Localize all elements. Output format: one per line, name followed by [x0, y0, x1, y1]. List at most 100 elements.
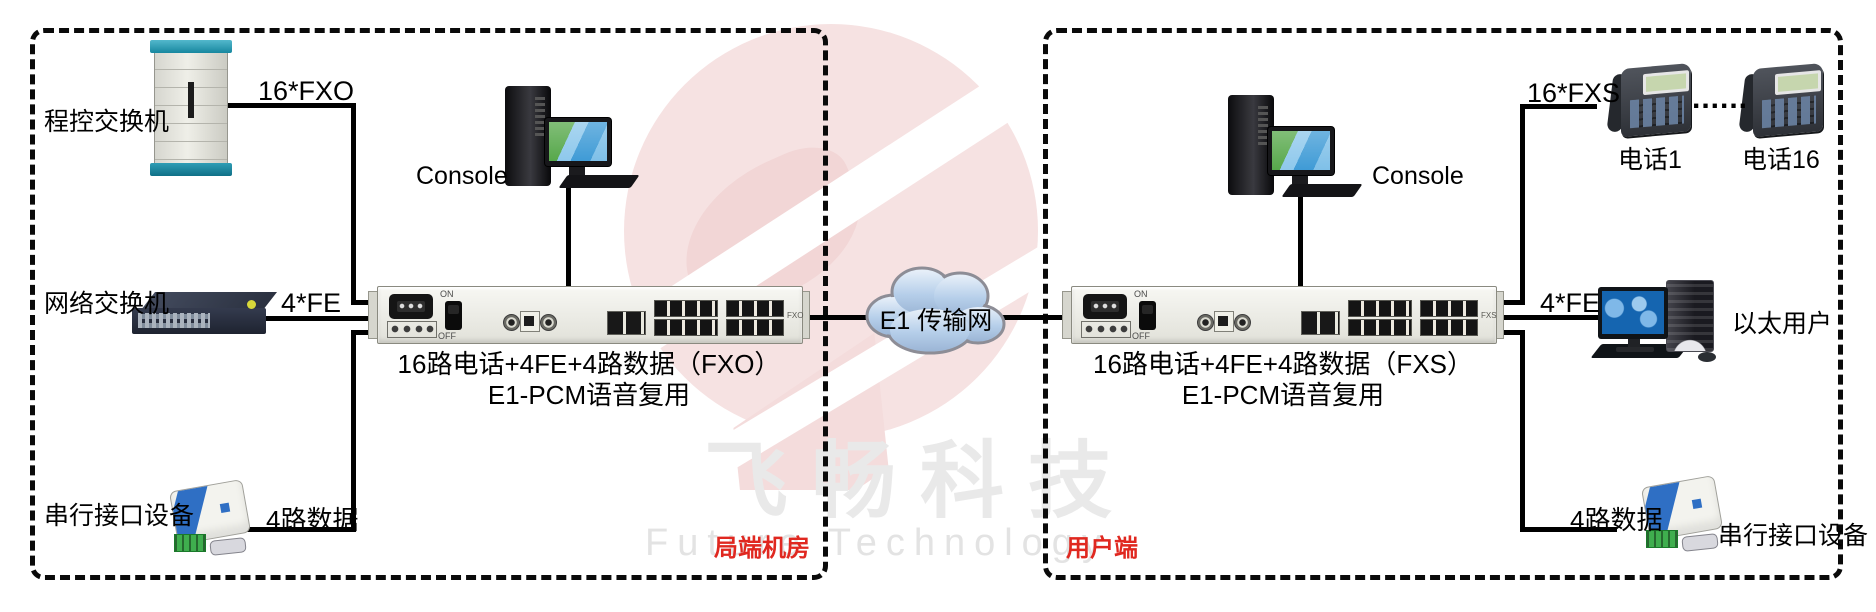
monitor-screen [1272, 131, 1330, 170]
phones-ellipsis: ...... [1692, 82, 1749, 115]
power-rocker [448, 305, 459, 314]
e1-line-left [798, 315, 876, 320]
monitor-stand [569, 166, 585, 177]
phone-port-group-2 [726, 300, 784, 337]
switch-front-face [132, 300, 266, 334]
link-data-line-right [1520, 330, 1525, 532]
phone16-image [1738, 62, 1824, 142]
zone-label-right: 用户端 [1066, 535, 1138, 562]
pc-tower [1228, 95, 1274, 195]
ethernet-user-pc-image [1590, 280, 1732, 368]
power-switch [1139, 301, 1156, 330]
eth-user-label: 以太用户 [1732, 310, 1833, 338]
fe-port-pair [1301, 311, 1340, 335]
serial-terminal-block [174, 534, 206, 552]
phone-port-group-1 [1348, 300, 1412, 337]
power-on-label: ON [440, 289, 454, 299]
link-data-line-left [351, 330, 378, 335]
ethernet-switch-image [132, 292, 278, 340]
phone-body [1621, 62, 1691, 138]
serial-device-image-right [1640, 474, 1726, 554]
link-fe-line-right [1493, 315, 1603, 320]
right-zone-box [1043, 28, 1843, 580]
link-data-line-right [1493, 330, 1525, 335]
power-inlet [1083, 294, 1127, 319]
link-fxo-line [351, 103, 356, 305]
link-data-line-left [243, 527, 356, 532]
monitor-screen [549, 122, 607, 161]
mux-device-right: ON OFF FXS [1062, 286, 1504, 344]
power-terminal [1081, 321, 1131, 338]
power-inlet [389, 294, 433, 319]
link-fxo-line [351, 300, 378, 305]
e1-cloud-icon [858, 254, 1010, 362]
pc-vent [1258, 103, 1268, 145]
pbx-cabinet-slot [188, 82, 194, 118]
e1-cloud-label: E1 传输网 [879, 307, 993, 335]
rj11-port-row [1420, 300, 1478, 317]
switch-led [247, 300, 256, 309]
console-pc-image-right [1228, 95, 1363, 197]
serial-led [219, 502, 231, 514]
bnc-connector [540, 314, 557, 331]
pc-vent [535, 94, 545, 136]
serial-terminal-block [1646, 530, 1678, 548]
phone-port-group-2 [1420, 300, 1478, 337]
link-fe-line-left [260, 316, 380, 321]
link-fe-label-left: 4*FE [281, 288, 342, 318]
phone-body [1753, 62, 1823, 138]
mouse [1698, 352, 1716, 362]
phone1-label: 电话1 [1618, 146, 1682, 174]
bnc-connector [503, 314, 520, 331]
rj11-port-row [726, 319, 784, 336]
link-fxo-label: 16*FXO [258, 76, 355, 106]
rj11-port-row [654, 319, 718, 336]
port-group-label: FXO [787, 311, 804, 320]
brand-logo-watermark-icon [608, 16, 1054, 490]
monitor [1268, 127, 1334, 175]
monitor-base [1616, 347, 1654, 352]
link-fxs-line [1520, 104, 1525, 305]
phone-screen [1775, 70, 1821, 96]
mux-title-right: 16路电话+4FE+4路数据（FXS） E1-PCM语音复用 [1071, 349, 1495, 410]
pbx-label: 程控交换机 [44, 108, 170, 136]
pbx-cabinet-body [154, 51, 228, 167]
power-on-label: ON [1134, 289, 1148, 299]
mux-front-panel: ON OFF FXS [1071, 286, 1497, 344]
rj11-port-row [726, 300, 784, 317]
rj11-port-row [1348, 319, 1412, 336]
link-fxs-line [1520, 104, 1597, 109]
serial-device-image-left [168, 478, 254, 558]
rj11-port-row [1420, 319, 1478, 336]
mux-device-left: ON OFF FXO [368, 286, 810, 344]
console-pc-image-left [505, 86, 640, 188]
link-data-label-left: 4路数据 [266, 505, 359, 535]
mgmt-rj45-port [1214, 311, 1234, 332]
power-off-label: OFF [1132, 331, 1150, 341]
keyboard [558, 175, 640, 188]
mux-title-line2: E1-PCM语音复用 [1181, 379, 1385, 410]
pbx-cabinet-bottom [150, 163, 232, 176]
serial-label-right: 串行接口设备 [1718, 522, 1869, 550]
link-fxo-line [226, 103, 356, 108]
rj45-slot [524, 316, 534, 326]
serial-led [1691, 498, 1703, 510]
mux-front-panel: ON OFF FXO [377, 286, 803, 344]
phone-keypad [1630, 95, 1684, 129]
bnc-connector [1197, 314, 1214, 331]
mux-title-line2: E1-PCM语音复用 [487, 379, 691, 410]
link-data-line-left [351, 330, 356, 532]
fe-port-pair [607, 311, 646, 335]
rj11-port-row [1348, 300, 1412, 317]
link-fxs-line [1493, 300, 1525, 305]
link-data-label-right: 4路数据 [1570, 505, 1663, 535]
mux-title-line1: 16路电话+4FE+4路数据（FXO） [397, 349, 781, 379]
e1-line-right [999, 315, 1075, 320]
keyboard [1281, 184, 1363, 197]
link-fxs-label: 16*FXS [1527, 78, 1621, 108]
pc-tower [1666, 280, 1714, 352]
console-line-right [1298, 186, 1303, 288]
pbx-cabinet-top [150, 40, 232, 53]
phone-port-group-1 [654, 300, 718, 337]
